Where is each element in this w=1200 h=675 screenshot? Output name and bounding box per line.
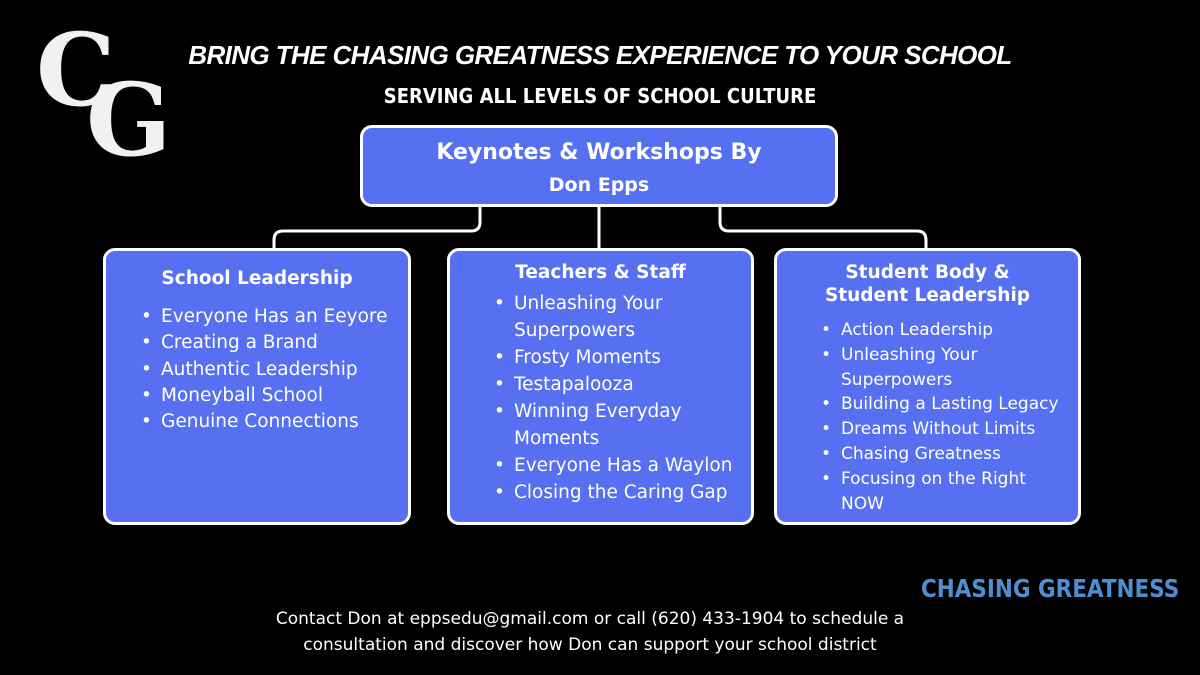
topic-item: Focusing on the Right NOW — [821, 467, 1066, 517]
topic-list: Action Leadership Unleashing Your Superp… — [821, 318, 1066, 517]
topic-item: Everyone Has an Eeyore — [141, 304, 408, 331]
topic-item: Genuine Connections — [141, 409, 408, 436]
category-school-leadership: School Leadership Everyone Has an Eeyore… — [103, 248, 411, 525]
topic-list: Everyone Has an Eeyore Creating a Brand … — [141, 304, 408, 436]
connector-right — [718, 206, 928, 249]
category-title: School Leadership — [161, 268, 353, 289]
topic-item: Dreams Without Limits — [821, 417, 1066, 442]
contact-line: Contact Don at eppsedu@gmail.com or call… — [275, 609, 905, 629]
topic-item: Action Leadership — [821, 318, 1066, 343]
contact-line: consultation and discover how Don can su… — [303, 635, 877, 655]
topic-item: Unleashing Your Superpowers — [821, 343, 1066, 393]
topic-item: Chasing Greatness — [821, 442, 1066, 467]
topic-item: Winning Everyday Moments — [494, 398, 739, 452]
topic-item: Frosty Moments — [494, 344, 739, 371]
topic-item: Moneyball School — [141, 383, 408, 410]
cg-logo: C G — [30, 11, 180, 170]
contact-info: Contact Don at eppsedu@gmail.com or call… — [240, 606, 940, 658]
category-title-line: Student Body & — [845, 262, 1010, 283]
root-title: Keynotes & Workshops By — [436, 140, 762, 165]
topic-item: Building a Lasting Legacy — [821, 392, 1066, 417]
category-title: Student Body & Student Leadership — [777, 261, 1078, 307]
category-teachers-staff: Teachers & Staff Unleashing Your Superpo… — [447, 248, 754, 525]
topic-item: Creating a Brand — [141, 330, 408, 357]
subheadline: SERVING ALL LEVELS OF SCHOOL CULTURE — [383, 84, 817, 108]
brand-wordmark: CHASING GREATNESS — [921, 574, 1180, 603]
topic-item: Authentic Leadership — [141, 357, 408, 384]
category-title-line: Student Leadership — [824, 285, 1031, 306]
category-student-leadership: Student Body & Student Leadership Action… — [774, 248, 1081, 525]
root-node: Keynotes & Workshops By Don Epps — [360, 125, 838, 207]
logo-letter-c: C — [36, 11, 116, 129]
root-speaker: Don Epps — [548, 174, 650, 196]
headline: BRING THE CHASING GREATNESS EXPERIENCE T… — [188, 40, 1012, 70]
topic-item: Everyone Has a Waylon — [494, 452, 739, 479]
topic-list: Unleashing Your Superpowers Frosty Momen… — [494, 290, 739, 506]
category-title: Teachers & Staff — [515, 262, 686, 283]
logo-letter-g: G — [86, 61, 172, 179]
connector-left — [272, 206, 482, 249]
topic-item: Unleashing Your Superpowers — [494, 290, 739, 344]
topic-item: Testapalooza — [494, 371, 739, 398]
topic-item: Closing the Caring Gap — [494, 479, 739, 506]
